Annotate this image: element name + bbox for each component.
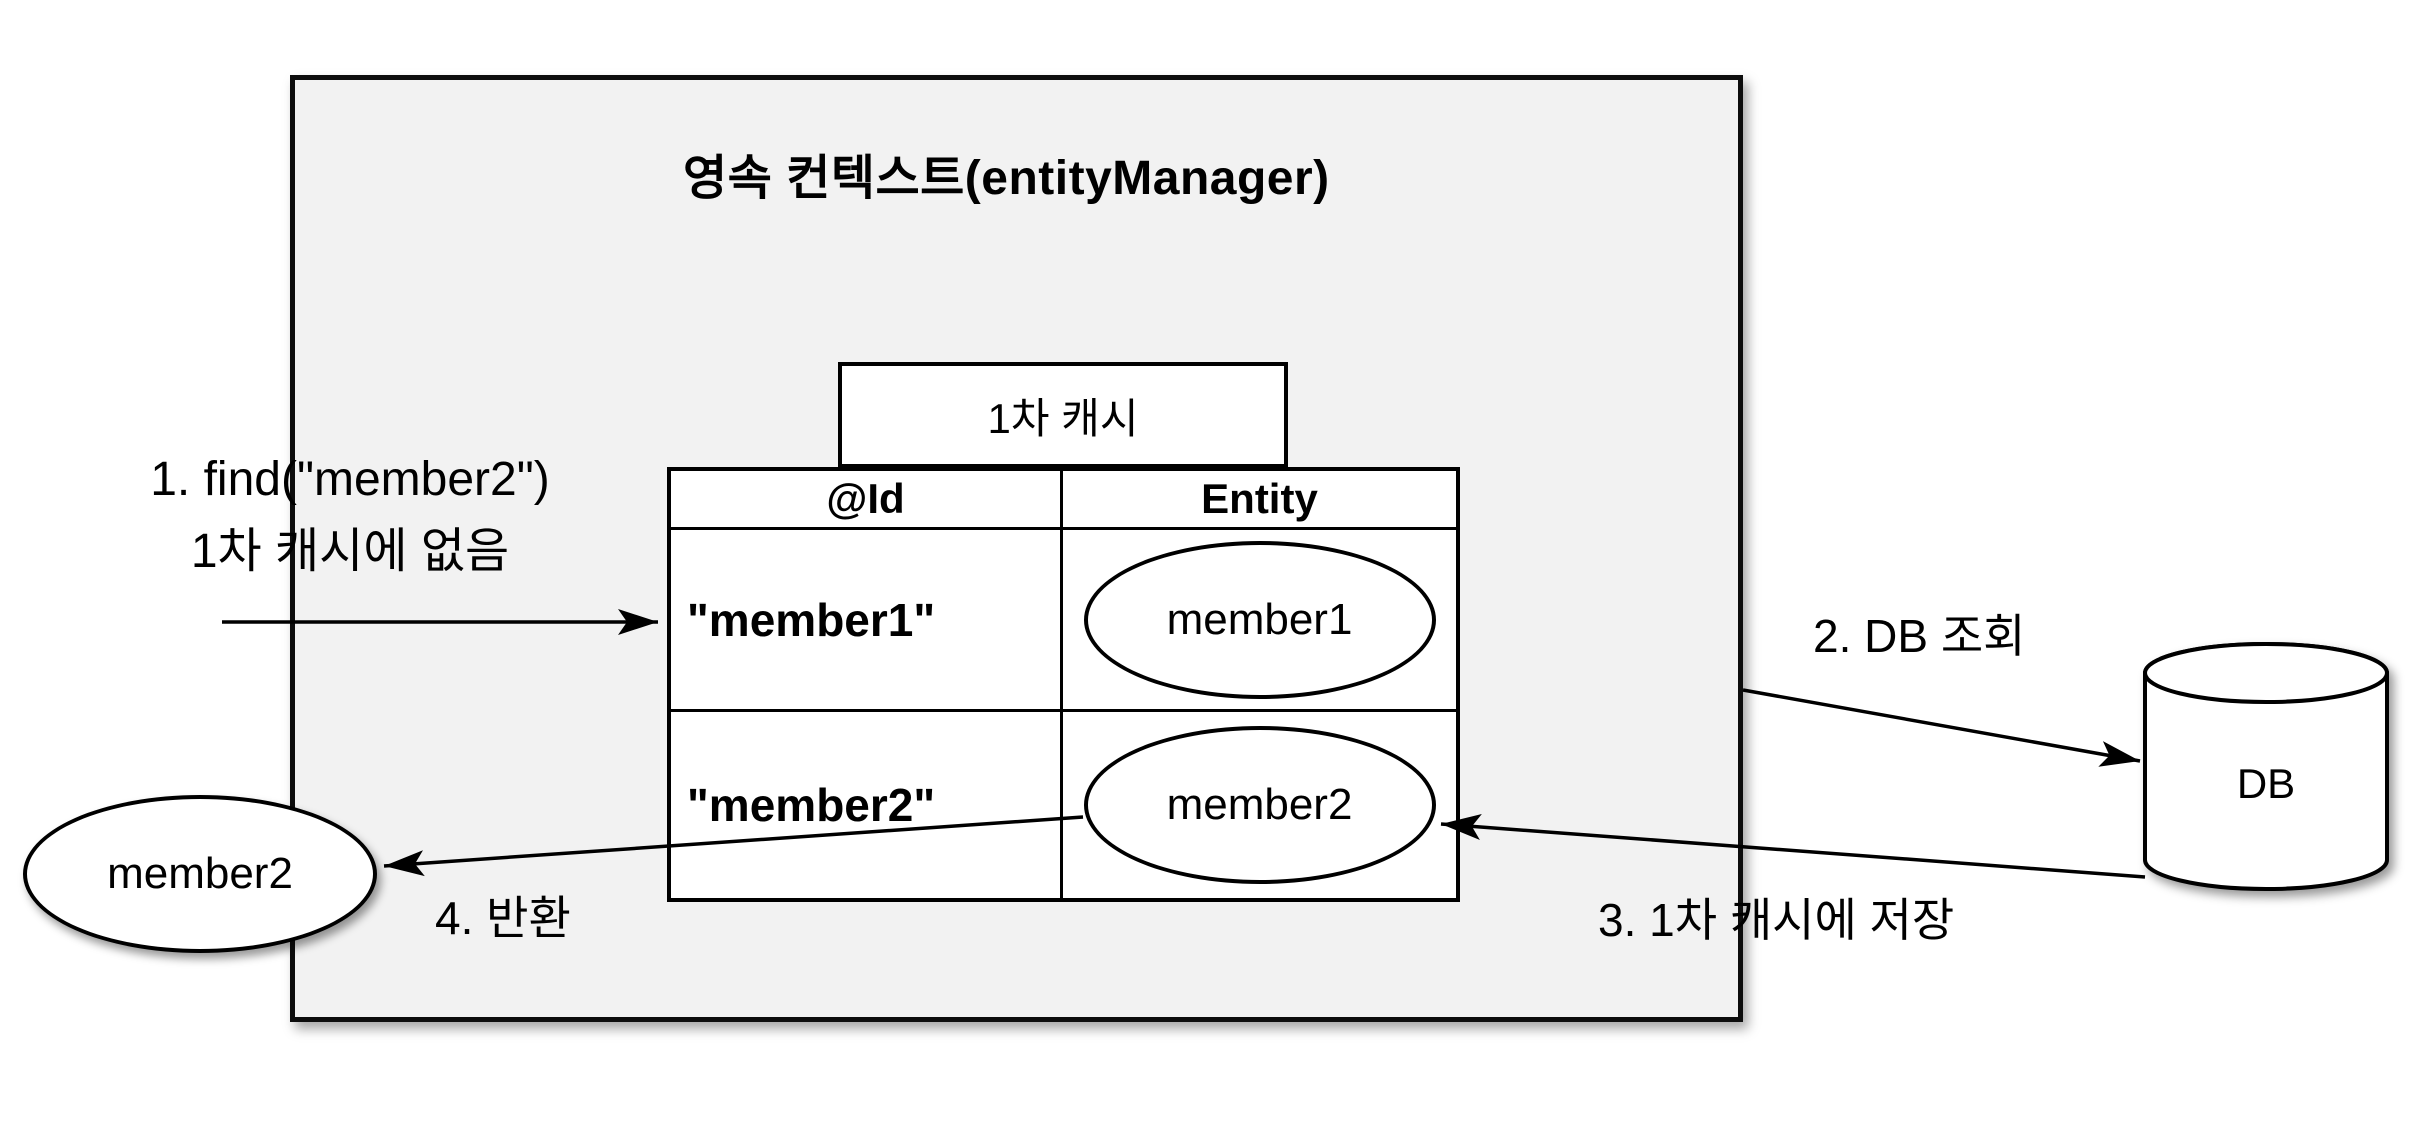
returned-entity-ellipse: member2 [23,795,377,953]
id-cell-member2: "member2" [671,712,1063,898]
entity-cell-member1: member1 [1063,530,1456,712]
cache-table: @Id Entity "member1" member1 "member2" m… [667,467,1460,902]
first-level-cache-label: 1차 캐시 [987,394,1139,442]
step1-find-line1: 1. find("member2") [150,453,550,506]
step2-db-query-label: 2. DB 조회 [1813,610,2026,662]
step3-store-cache-label: 3. 1차 캐시에 저장 [1598,894,1955,946]
persistence-context-title: 영속 컨텍스트(entityManager) [683,152,1330,205]
entity-cell-member2: member2 [1063,712,1456,898]
db-query-arrow [1742,688,2141,767]
member1-entity-ellipse: member1 [1083,540,1436,699]
first-level-cache-box: 1차 캐시 [838,362,1288,468]
database-label: DB [2237,760,2295,807]
cache-table-header-id: @Id [671,471,1063,530]
returned-entity-label: member2 [107,849,293,898]
member2-entity-ellipse: member2 [1083,726,1436,884]
step1-find-line2: 1차 캐시에 없음 [190,525,510,578]
id-cell-member1: "member1" [671,530,1063,712]
step1-find-label: 1. find("member2") 1차 캐시에 없음 [88,444,612,588]
step4-return-label: 4. 반환 [435,892,571,944]
cache-table-header-entity: Entity [1063,471,1456,530]
member2-entity-label: member2 [1166,780,1353,829]
database-cylinder-icon [2143,642,2389,891]
member1-entity-label: member1 [1166,594,1353,644]
